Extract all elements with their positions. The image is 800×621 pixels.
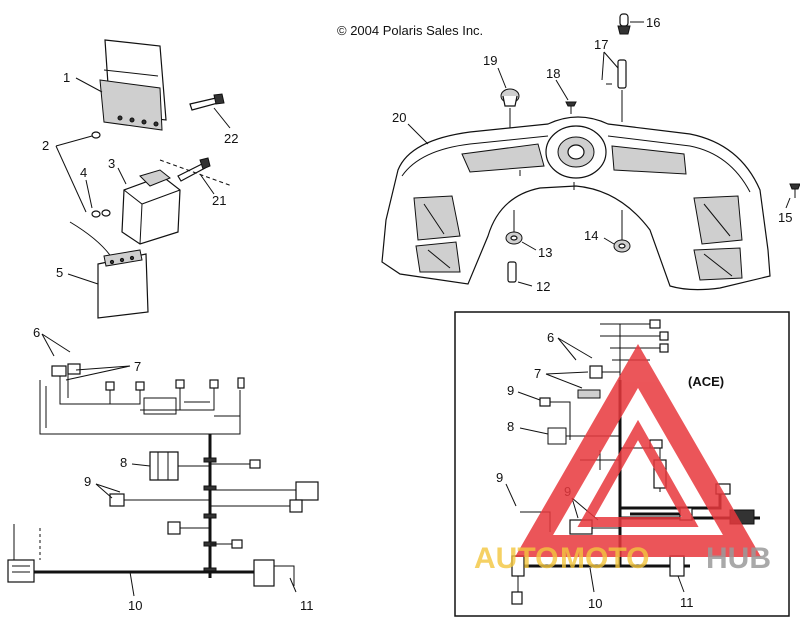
callout-5: 5	[56, 265, 63, 280]
inset-callout-7: 7	[534, 366, 541, 381]
callout-17: 17	[594, 37, 608, 52]
callout-22: 22	[224, 131, 238, 146]
callout-9: 9	[84, 474, 91, 489]
inset-title: (ACE)	[688, 374, 724, 389]
bolt-22	[189, 93, 225, 111]
inset-callout-9a: 9	[507, 383, 514, 398]
inset-callout-11: 11	[680, 595, 694, 610]
callout-21: 21	[212, 193, 226, 208]
cdi-module	[99, 39, 167, 131]
callout-19: 19	[483, 53, 497, 68]
watermark-moto: MOTO	[560, 542, 649, 575]
callout-4: 4	[80, 165, 87, 180]
screw-18	[565, 101, 577, 114]
callout-6: 6	[33, 325, 40, 340]
callout-2: 2	[42, 138, 49, 153]
callout-20: 20	[392, 110, 406, 125]
callout-13: 13	[538, 245, 552, 260]
inset-callout-6: 6	[547, 330, 554, 345]
watermark-triangle-logo	[514, 344, 762, 557]
callout-16: 16	[646, 15, 660, 30]
copyright-text: © 2004 Polaris Sales Inc.	[337, 23, 483, 38]
callout-11: 11	[300, 598, 314, 613]
voltage-regulator	[121, 169, 181, 245]
bulb-socket	[606, 59, 627, 89]
screw-15	[789, 183, 800, 198]
bolt-21	[177, 157, 211, 182]
watermark-auto: AUTO	[474, 542, 558, 575]
inset-callout-8: 8	[507, 419, 514, 434]
callout-7: 7	[134, 359, 141, 374]
wiring-harness-main	[7, 363, 319, 587]
inset-callout-9b: 9	[496, 470, 503, 485]
control-module	[97, 249, 149, 319]
callout-1: 1	[63, 70, 70, 85]
callout-3: 3	[108, 156, 115, 171]
instrument-pod	[381, 116, 771, 291]
callout-10: 10	[128, 598, 142, 613]
indicator-bulb	[617, 13, 631, 35]
grommet-19	[500, 88, 520, 107]
watermark-hub: HUB	[706, 542, 771, 575]
callout-8: 8	[120, 455, 127, 470]
callout-12: 12	[536, 279, 550, 294]
inset-callout-10: 10	[588, 596, 602, 611]
callout-15: 15	[778, 210, 792, 225]
bulb-12	[507, 261, 517, 283]
callout-14: 14	[584, 228, 598, 243]
callout-18: 18	[546, 66, 560, 81]
